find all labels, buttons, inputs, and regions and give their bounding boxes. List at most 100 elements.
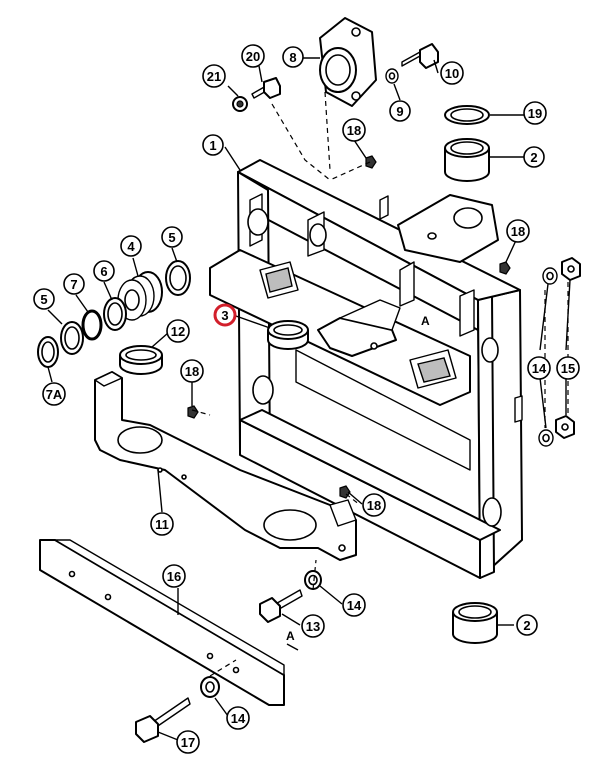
bolt-10: [401, 43, 439, 69]
callout-circle: [93, 260, 115, 282]
callout-c7a: 7A: [42, 382, 66, 406]
main-frame: [209, 159, 523, 579]
callout-label: 13: [306, 619, 320, 634]
callout-label: 10: [445, 66, 459, 81]
washer-14-right-top: [542, 267, 558, 285]
callout-c10: 10: [440, 61, 464, 85]
callout-circle: [527, 356, 551, 380]
callout-label: 8: [289, 50, 296, 65]
callout-c11: 11: [150, 512, 174, 536]
callout-circle: [161, 226, 183, 248]
callout-label: 16: [167, 569, 181, 584]
callout-circle: [226, 706, 250, 730]
callout-circle: [342, 593, 366, 617]
washer-14-right-bottom: [538, 429, 554, 447]
callout-label: 4: [127, 239, 135, 254]
callout-circle: [506, 219, 530, 243]
grease-fitting-left: [187, 405, 199, 419]
washer-9: [385, 68, 399, 84]
callout-c7: 7: [63, 273, 85, 295]
bolt-17: [135, 697, 191, 743]
callout-c5b: 5: [33, 288, 55, 310]
callout-label: 14: [532, 361, 547, 376]
callout-circle: [516, 614, 538, 636]
callout-label: 9: [396, 104, 403, 119]
callout-circle: [162, 564, 186, 588]
callout-c19: 19: [523, 101, 547, 125]
callout-circle: [523, 101, 547, 125]
bushing-top-2: [444, 138, 490, 182]
callout-label: 14: [231, 711, 246, 726]
callout-circle: [213, 303, 237, 327]
callout-c18b: 18: [506, 219, 530, 243]
callout-circle: [63, 273, 85, 295]
callout-label: 18: [511, 224, 525, 239]
callout-circle: [33, 288, 55, 310]
bolt-20: [251, 77, 281, 99]
callout-circle: [362, 493, 386, 517]
callout-label: 15: [561, 361, 575, 376]
callout-label: 1: [209, 138, 216, 153]
callout-label: 5: [168, 230, 175, 245]
callout-circle: [523, 146, 545, 168]
callout-label: 14: [347, 598, 362, 613]
ring-7a: [37, 336, 59, 368]
callout-circle: [389, 100, 411, 122]
callout-c2a: 2: [523, 146, 545, 168]
marker-a-upper: A: [421, 314, 430, 328]
callout-c8: 8: [282, 46, 304, 68]
callout-circle: [180, 359, 204, 383]
callout-circle: [202, 64, 226, 88]
callout-c14b: 14: [527, 356, 551, 380]
callout-c21: 21: [202, 64, 226, 88]
callout-label: 18: [367, 498, 381, 513]
callout-c1: 1: [202, 134, 224, 156]
seal-6: [103, 297, 127, 331]
washer-14-bottom: [200, 676, 220, 698]
callout-circle: [342, 118, 366, 142]
callout-c17: 17: [176, 730, 200, 754]
reference-markers: A A: [286, 314, 430, 643]
bushing-top-19: [444, 105, 490, 125]
cylinder-4: [117, 271, 163, 321]
callout-label: 5: [40, 292, 47, 307]
callout-label: 12: [171, 324, 185, 339]
callout-label: 18: [185, 364, 199, 379]
callout-label: 18: [347, 123, 361, 138]
callout-circle: [556, 356, 580, 380]
grease-fitting-top: [365, 155, 377, 169]
callout-circle: [176, 730, 200, 754]
bolt-13: [259, 589, 303, 623]
callout-label: 17: [181, 735, 195, 750]
flat-plate: [39, 539, 285, 706]
nut-15-bottom: [555, 415, 575, 439]
nut-15-top: [561, 257, 581, 281]
bushing-12: [119, 345, 163, 375]
seal-5-lower: [60, 321, 84, 355]
callout-c16: 16: [162, 564, 186, 588]
callout-circle: [150, 512, 174, 536]
callout-label: 21: [207, 69, 221, 84]
callout-c5a: 5: [161, 226, 183, 248]
callout-label: 3: [221, 308, 228, 323]
callout-bubbles: 1223455677A89101112131414141516171818181…: [33, 44, 580, 754]
callout-c6: 6: [93, 260, 115, 282]
callout-circle: [301, 614, 325, 638]
nut-21: [232, 96, 248, 112]
leader-lines: [47, 57, 571, 741]
callout-label: 19: [528, 106, 542, 121]
drawbar-arm: [94, 371, 357, 561]
callout-label: 11: [155, 517, 169, 532]
callout-circle: [282, 46, 304, 68]
callout-c3: 3: [213, 303, 237, 327]
callout-label: 6: [100, 264, 107, 279]
callout-label: 7A: [46, 387, 63, 402]
callout-label: 7: [70, 277, 77, 292]
grease-fitting-right: [499, 261, 511, 275]
callout-circle: [202, 134, 224, 156]
callout-c15: 15: [556, 356, 580, 380]
callout-circle: [440, 61, 464, 85]
bushing-bottom-2: [452, 602, 498, 644]
callout-label: 2: [530, 150, 537, 165]
callout-circle: [241, 44, 265, 68]
